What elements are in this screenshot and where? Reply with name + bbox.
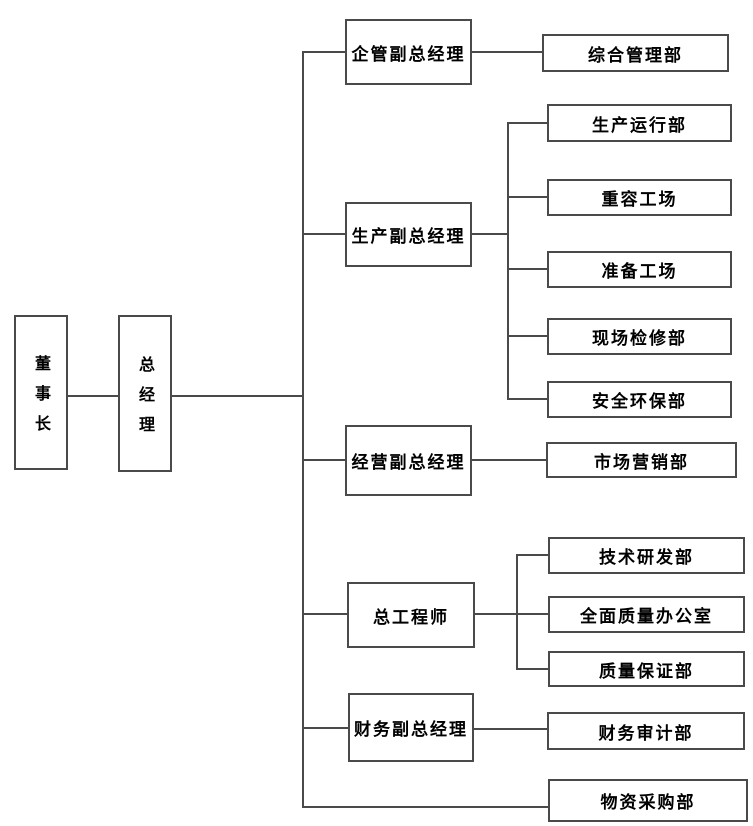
- node-dept-total-quality-office: 全面质量办公室: [548, 596, 745, 633]
- node-dept-tech-research: 技术研发部: [548, 537, 745, 574]
- node-chairman: 董事长: [14, 315, 68, 470]
- node-general-manager: 总经理: [118, 315, 172, 472]
- node-dept-production-operation: 生产运行部: [547, 104, 732, 142]
- connector-stub-heavy-vessel: [507, 196, 547, 198]
- connector-production-bus: [472, 233, 509, 235]
- connector-chief-engineer-vertical: [516, 554, 518, 670]
- node-exec-finance-deputy-gm: 财务副总经理: [348, 693, 474, 762]
- connector-chairman-gm: [68, 395, 118, 397]
- connector-material-procurement: [303, 806, 548, 808]
- node-chairman-label: 董事长: [32, 354, 51, 445]
- connector-stub-tech-research: [516, 554, 548, 556]
- node-general-manager-label: 总经理: [136, 355, 155, 446]
- node-dept-general-management: 综合管理部: [542, 34, 729, 72]
- connector-trunk: [302, 51, 304, 808]
- node-exec-operations-deputy-gm: 经营副总经理: [345, 425, 472, 496]
- connector-stub-safety-environment: [507, 398, 547, 400]
- node-dept-material-procurement: 物资采购部: [548, 779, 748, 822]
- connector-branch-production: [303, 233, 345, 235]
- connector-stub-quality-assurance: [516, 668, 548, 670]
- connector-stub-production-operation: [507, 122, 547, 124]
- connector-stub-onsite-maintenance: [507, 335, 547, 337]
- node-dept-finance-audit: 财务审计部: [547, 712, 745, 750]
- node-dept-quality-assurance: 质量保证部: [548, 651, 745, 687]
- node-exec-enterprise-mgmt-deputy-gm: 企管副总经理: [345, 19, 472, 85]
- connector-operations-dept: [472, 459, 546, 461]
- node-exec-chief-engineer: 总工程师: [347, 582, 475, 648]
- node-dept-marketing: 市场营销部: [546, 442, 737, 478]
- connector-enterprise-dept: [472, 51, 542, 53]
- connector-production-vertical: [507, 122, 509, 400]
- connector-branch-enterprise: [303, 51, 345, 53]
- connector-chief-engineer-bus: [475, 613, 548, 615]
- connector-stub-preparation: [507, 268, 547, 270]
- node-exec-production-deputy-gm: 生产副总经理: [345, 202, 472, 267]
- connector-gm-trunk: [172, 395, 304, 397]
- connector-branch-operations: [303, 459, 345, 461]
- node-dept-safety-environment: 安全环保部: [547, 381, 732, 418]
- connector-finance-dept: [474, 728, 547, 730]
- node-dept-preparation-workshop: 准备工场: [547, 251, 732, 288]
- connector-branch-finance: [303, 727, 348, 729]
- connector-branch-chief-engineer: [303, 613, 347, 615]
- node-dept-heavy-vessel-workshop: 重容工场: [547, 179, 732, 216]
- node-dept-onsite-maintenance: 现场检修部: [547, 318, 732, 355]
